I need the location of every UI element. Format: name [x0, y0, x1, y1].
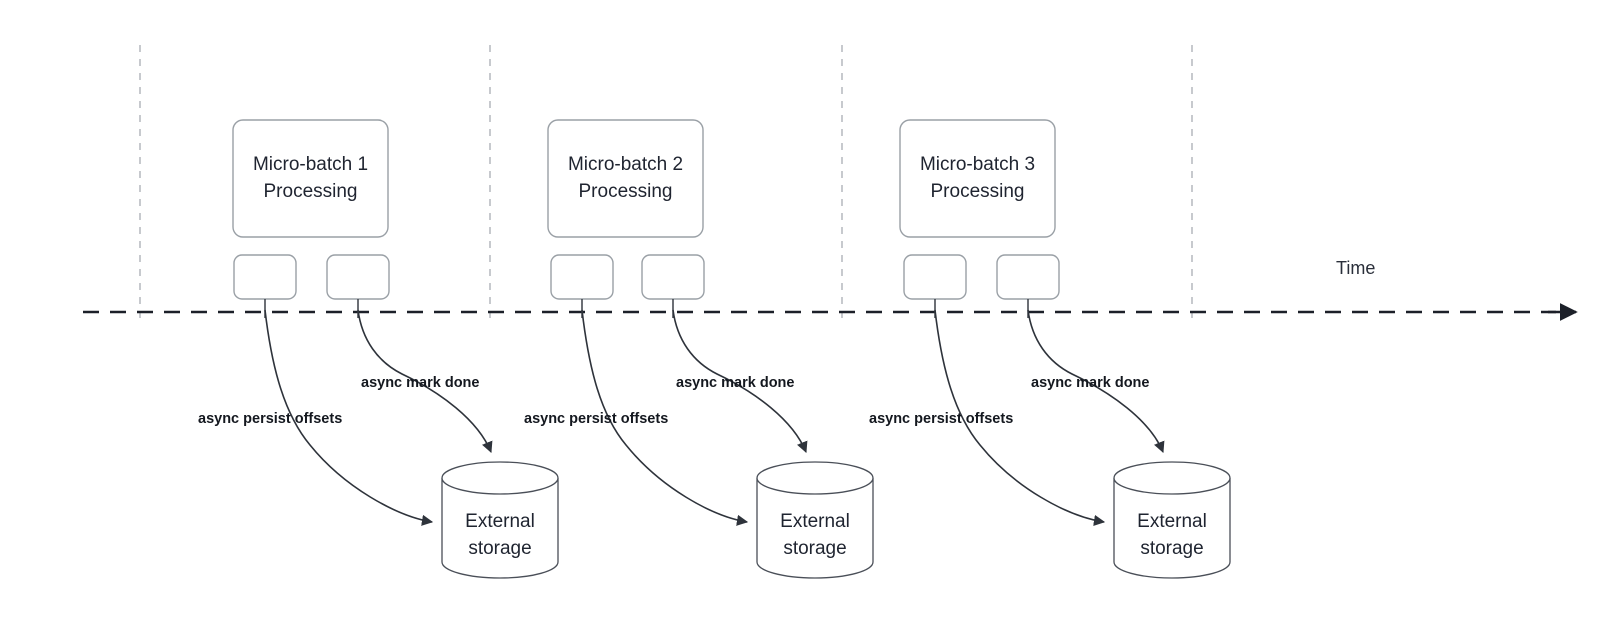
edge-2-mark-done: [672, 309, 808, 454]
process-box-3-line1: Micro-batch 3: [920, 154, 1035, 175]
edge-3-mark-done: [1027, 309, 1165, 454]
process-box-2-line1: Micro-batch 2: [568, 154, 683, 175]
task-box-3-left[interactable]: [903, 254, 967, 300]
task-box-2-right[interactable]: [641, 254, 705, 300]
external-storage-2[interactable]: External storage: [756, 461, 874, 579]
edge-1-persist-offsets: [264, 309, 434, 526]
process-box-1-line2: Processing: [264, 181, 358, 202]
edge-3-persist-offsets-label: async persist offsets: [869, 411, 1013, 427]
process-box-2[interactable]: [547, 119, 704, 238]
edge-2-persist-offsets: [581, 309, 749, 526]
task-box-3-right[interactable]: [996, 254, 1060, 300]
group-micro-batch-1: Micro-batch 1 Processing async persist o…: [198, 119, 559, 579]
process-box-3[interactable]: [899, 119, 1056, 238]
timeline-label: Time: [1336, 258, 1375, 278]
external-storage-3-line2: storage: [1140, 538, 1203, 559]
external-storage-1-line2: storage: [468, 538, 531, 559]
batch-boundary-lines: [139, 45, 1193, 320]
external-storage-2-line1: External: [780, 511, 850, 532]
task-box-1-left[interactable]: [233, 254, 297, 300]
process-box-1-line1: Micro-batch 1: [253, 154, 368, 175]
group-micro-batch-3: Micro-batch 3 Processing async persist o…: [869, 119, 1231, 579]
external-storage-3[interactable]: External storage: [1113, 461, 1231, 579]
process-box-2-line2: Processing: [579, 181, 673, 202]
edge-1-mark-done: [357, 309, 493, 454]
external-storage-3-line1: External: [1137, 511, 1207, 532]
edge-1-persist-offsets-label: async persist offsets: [198, 411, 342, 427]
edge-3-mark-done-label: async mark done: [1031, 375, 1149, 391]
edge-2-persist-offsets-label: async persist offsets: [524, 411, 668, 427]
task-box-2-left[interactable]: [550, 254, 614, 300]
process-box-1[interactable]: [232, 119, 389, 238]
external-storage-2-line2: storage: [783, 538, 846, 559]
group-micro-batch-2: Micro-batch 2 Processing async persist o…: [524, 119, 874, 579]
external-storage-1-line1: External: [465, 511, 535, 532]
task-box-1-right[interactable]: [326, 254, 390, 300]
edge-3-persist-offsets: [934, 309, 1106, 526]
external-storage-1[interactable]: External storage: [441, 461, 559, 579]
edge-2-mark-done-label: async mark done: [676, 375, 794, 391]
timeline-axis: Time: [83, 258, 1578, 321]
process-box-3-line2: Processing: [931, 181, 1025, 202]
edge-1-mark-done-label: async mark done: [361, 375, 479, 391]
